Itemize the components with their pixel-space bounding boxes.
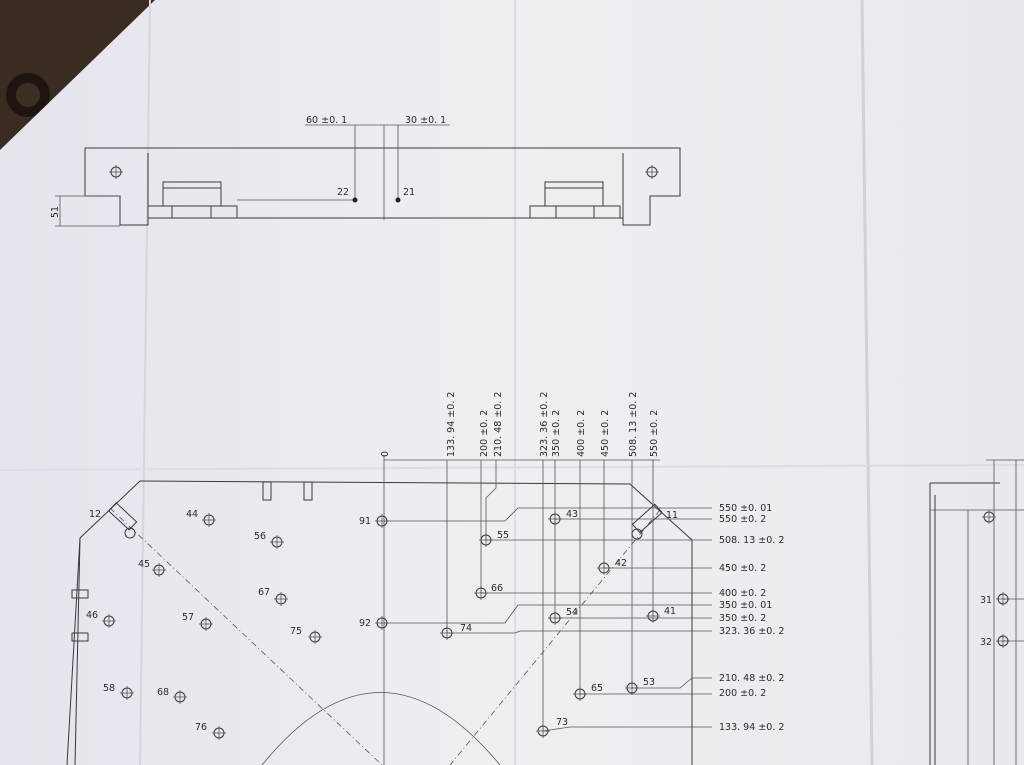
hole-label: 55 <box>497 530 509 541</box>
hole-marker <box>152 563 166 577</box>
corner-hole-12 <box>107 502 138 539</box>
hole-marker <box>479 533 493 547</box>
hole-label: 44 <box>186 509 198 520</box>
y-dimension-labels: 550 ±0. 01 550 ±0. 2 508. 13 ±0. 2 450 ±… <box>719 503 784 733</box>
right-hole <box>982 510 996 524</box>
hole-label: 31 <box>980 595 992 606</box>
hole-label: 76 <box>195 722 207 733</box>
hole-marker <box>536 724 550 738</box>
hole-label: 54 <box>566 607 578 618</box>
x-dim-label: 323. 36 ±0. 2 <box>539 392 550 457</box>
y-dim-label: 550 ±0. 2 <box>719 514 766 525</box>
dim-30: 30 ±0. 1 <box>405 115 446 126</box>
hole-label: 58 <box>103 683 115 694</box>
side-hole-right <box>645 165 659 179</box>
hole-marker <box>996 592 1010 606</box>
hole-marker <box>375 514 389 528</box>
hole-markers <box>102 512 1010 740</box>
hole-label: 91 <box>359 516 371 527</box>
hole-marker <box>102 614 116 628</box>
hole-marker <box>646 609 660 623</box>
hole-label: 74 <box>460 623 472 634</box>
x-dim-label: 133. 94 ±0. 2 <box>446 392 457 457</box>
y-dim-label: 133. 94 ±0. 2 <box>719 722 784 733</box>
y-dim-label: 400 ±0. 2 <box>719 588 766 599</box>
hole-marker <box>270 535 284 549</box>
point-21: 21 <box>403 187 415 198</box>
hole-marker <box>173 690 187 704</box>
hole-label: 41 <box>664 606 676 617</box>
x-dim-label: 200 ±0. 2 <box>479 410 490 457</box>
y-dim-label: 323. 36 ±0. 2 <box>719 626 784 637</box>
dim-60: 60 ±0. 1 <box>306 115 347 126</box>
hole-marker <box>548 611 562 625</box>
hole-marker <box>212 726 226 740</box>
y-dim-label: 210. 48 ±0. 2 <box>719 673 784 684</box>
hole-marker <box>597 561 611 575</box>
x-dimension-labels: 0 133. 94 ±0. 2 200 ±0. 2 210. 48 ±0. 2 … <box>380 392 660 457</box>
hole-marker <box>120 686 134 700</box>
hole-marker <box>996 634 1010 648</box>
hole-marker <box>440 626 454 640</box>
hole-label: 56 <box>254 531 266 542</box>
hole-label: 12 <box>89 509 101 520</box>
x-dim-label: 508. 13 ±0. 2 <box>628 392 639 457</box>
hole-marker <box>308 630 322 644</box>
side-view: 60 ±0. 1 30 ±0. 1 22 21 51 <box>50 115 681 227</box>
hole-marker <box>375 616 389 630</box>
hole-label: 45 <box>138 559 150 570</box>
hole-label: 42 <box>615 558 627 569</box>
hole-label: 75 <box>290 626 302 637</box>
x-dim-label: 0 <box>380 451 391 457</box>
y-dim-label: 200 ±0. 2 <box>719 688 766 699</box>
hole-label: 46 <box>86 610 98 621</box>
hole-label: 11 <box>666 510 678 521</box>
y-dim-label: 350 ±0. 01 <box>719 600 772 611</box>
hole-marker <box>274 592 288 606</box>
hole-label: 65 <box>591 683 603 694</box>
hole-marker <box>199 617 213 631</box>
side-hole-left <box>109 165 123 179</box>
x-dim-label: 400 ±0. 2 <box>576 410 587 457</box>
hole-marker <box>548 512 562 526</box>
point-22: 22 <box>337 187 349 198</box>
x-dim-label: 450 ±0. 2 <box>600 410 611 457</box>
hole-label: 92 <box>359 618 371 629</box>
fold-line <box>139 0 151 765</box>
hole-label: 53 <box>643 677 655 688</box>
y-dim-label: 508. 13 ±0. 2 <box>719 535 784 546</box>
hole-label: 67 <box>258 587 270 598</box>
hole-label: 32 <box>980 637 992 648</box>
hole-marker <box>202 513 216 527</box>
hole-marker <box>474 586 488 600</box>
hole-labels: 12 11 44 56 45 67 57 46 75 58 68 76 91 9… <box>86 509 992 733</box>
hole-marker <box>625 681 639 695</box>
x-dim-label: 350 ±0. 2 <box>551 410 562 457</box>
x-dim-label: 210. 48 ±0. 2 <box>493 392 504 457</box>
corner-hole-11 <box>631 503 663 540</box>
plan-view <box>66 455 1024 765</box>
y-dim-label: 450 ±0. 2 <box>719 563 766 574</box>
dim-51: 51 <box>50 206 61 218</box>
hole-label: 57 <box>182 612 194 623</box>
hole-label: 68 <box>157 687 169 698</box>
hole-label: 66 <box>491 583 503 594</box>
y-dim-label: 350 ±0. 2 <box>719 613 766 624</box>
x-dim-label: 550 ±0. 2 <box>649 410 660 457</box>
hole-label: 43 <box>566 509 578 520</box>
y-dim-label: 550 ±0. 01 <box>719 503 772 514</box>
hole-marker <box>573 687 587 701</box>
hole-label: 73 <box>556 717 568 728</box>
